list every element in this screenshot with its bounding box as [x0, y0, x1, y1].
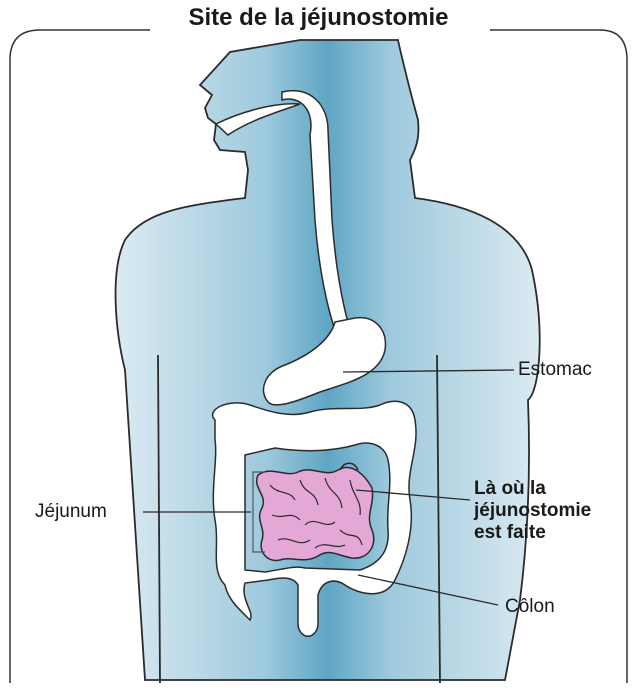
small-intestine — [257, 463, 374, 560]
label-jejunum: Jéjunum — [35, 501, 107, 523]
label-estomac: Estomac — [518, 359, 592, 381]
label-site-line1: Là où la — [474, 478, 546, 500]
diagram-title: Site de la jéjunostomie — [0, 4, 637, 32]
label-colon: Côlon — [505, 596, 555, 618]
diagram-title-text: Site de la jéjunostomie — [176, 4, 460, 31]
label-site-line2: jéjunostomie — [474, 500, 591, 522]
label-site-line3: est faite — [474, 522, 546, 544]
